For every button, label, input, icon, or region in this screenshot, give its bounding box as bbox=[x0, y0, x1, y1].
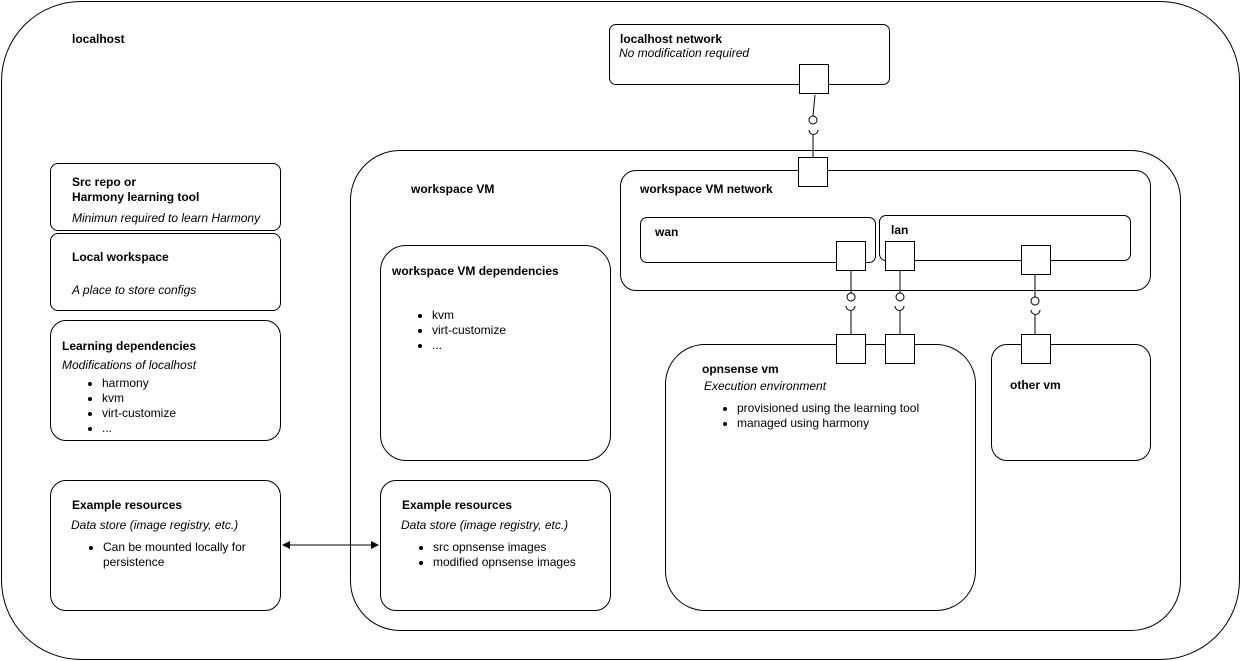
localhost-example-resources-title: Example resources bbox=[72, 498, 183, 512]
learning-dependencies-title: Learning dependencies bbox=[62, 339, 197, 353]
opnsense-lan-port bbox=[885, 334, 915, 364]
learning-dependencies-box bbox=[50, 320, 281, 441]
workspace-example-resources-box bbox=[380, 480, 611, 611]
src-repo-title-line2: Harmony learning tool bbox=[72, 190, 200, 204]
wan-label: wan bbox=[655, 225, 679, 239]
lan-box bbox=[879, 215, 1131, 261]
list-item: managed using harmony bbox=[737, 416, 919, 431]
interface-provided bbox=[1030, 296, 1040, 306]
localhost-title: localhost bbox=[72, 32, 125, 46]
localhost-network-subtitle: No modification required bbox=[619, 46, 750, 60]
other-vm-port bbox=[1021, 334, 1051, 364]
localhost-network-box bbox=[609, 24, 890, 85]
list-item: virt-customize bbox=[102, 406, 176, 421]
src-repo-subtitle: Minimun required to learn Harmony bbox=[72, 211, 261, 225]
list-item: ... bbox=[102, 421, 176, 436]
lan-port-1 bbox=[885, 241, 915, 271]
interface-required bbox=[894, 305, 905, 311]
local-workspace-subtitle: A place to store configs bbox=[72, 283, 197, 297]
workspace-vm-network-title: workspace VM network bbox=[640, 182, 773, 196]
list-item: harmony bbox=[102, 376, 176, 391]
workspace-vm-dependencies-list: kvm virt-customize ... bbox=[412, 308, 506, 353]
lan-label: lan bbox=[891, 223, 909, 237]
workspace-vm-dependencies-title: workspace VM dependencies bbox=[392, 264, 559, 278]
opnsense-vm-box bbox=[665, 344, 976, 611]
workspace-vm-network-port bbox=[798, 157, 828, 187]
workspace-example-resources-subtitle: Data store (image registry, etc.) bbox=[401, 518, 569, 532]
interface-provided bbox=[846, 292, 856, 302]
src-repo-title-line1: Src repo or bbox=[72, 175, 137, 189]
localhost-network-title: localhost network bbox=[620, 32, 723, 46]
opnsense-vm-list: provisioned using the learning tool mana… bbox=[717, 401, 919, 431]
localhost-example-resources-list: Can be mounted locally for persistence bbox=[83, 540, 253, 570]
local-workspace-title: Local workspace bbox=[72, 250, 169, 264]
list-item: ... bbox=[432, 338, 506, 353]
other-vm-box bbox=[991, 344, 1151, 461]
list-item: kvm bbox=[432, 308, 506, 323]
workspace-example-resources-title: Example resources bbox=[402, 498, 513, 512]
list-item: modified opnsense images bbox=[433, 555, 576, 570]
workspace-example-resources-list: src opnsense images modified opnsense im… bbox=[413, 540, 576, 570]
learning-dependencies-list: harmony kvm virt-customize ... bbox=[82, 376, 176, 436]
localhost-example-resources-box bbox=[50, 480, 281, 611]
learning-dependencies-subtitle: Modifications of localhost bbox=[62, 358, 197, 372]
localhost-example-resources-subtitle: Data store (image registry, etc.) bbox=[71, 518, 239, 532]
list-item: src opnsense images bbox=[433, 540, 576, 555]
lan-port-2 bbox=[1021, 245, 1051, 275]
list-item: kvm bbox=[102, 391, 176, 406]
workspace-vm-dependencies-box bbox=[380, 245, 611, 461]
interface-required bbox=[1030, 309, 1041, 315]
list-item: provisioned using the learning tool bbox=[737, 401, 919, 416]
interface-required bbox=[808, 129, 819, 135]
workspace-vm-title: workspace VM bbox=[411, 182, 495, 196]
interface-provided bbox=[895, 292, 905, 302]
local-workspace-box bbox=[50, 233, 281, 311]
link-line bbox=[812, 94, 816, 117]
list-item: Can be mounted locally for persistence bbox=[103, 540, 253, 570]
localhost-network-port bbox=[799, 64, 829, 94]
opnsense-vm-subtitle: Execution environment bbox=[704, 379, 827, 393]
src-repo-box bbox=[50, 163, 281, 231]
interface-required bbox=[845, 305, 856, 311]
list-item: virt-customize bbox=[432, 323, 506, 338]
interface-provided bbox=[808, 115, 818, 125]
wan-port bbox=[836, 241, 866, 271]
opnsense-vm-title: opnsense vm bbox=[702, 362, 779, 376]
other-vm-title: other vm bbox=[1010, 378, 1061, 392]
opnsense-wan-port bbox=[836, 334, 866, 364]
